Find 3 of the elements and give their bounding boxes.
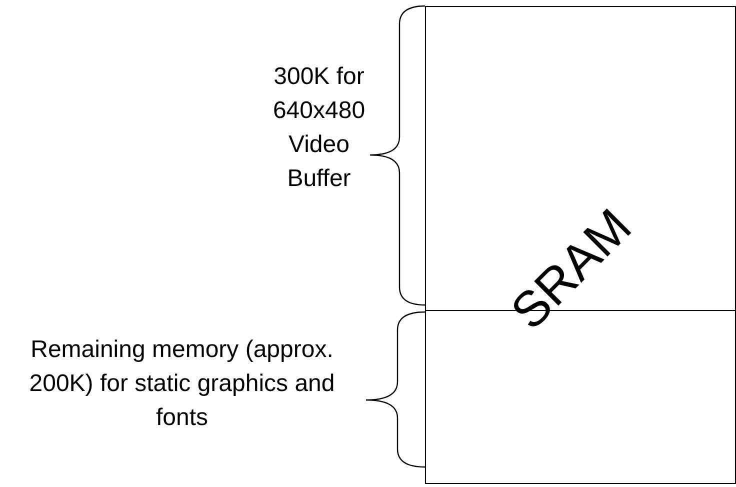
region-label: Remaining memory (approx. 200K) for static graphics and fonts [28,335,336,433]
region-label: 300K for 640x480 Video Buffer [272,62,366,194]
memory-block [425,6,736,484]
